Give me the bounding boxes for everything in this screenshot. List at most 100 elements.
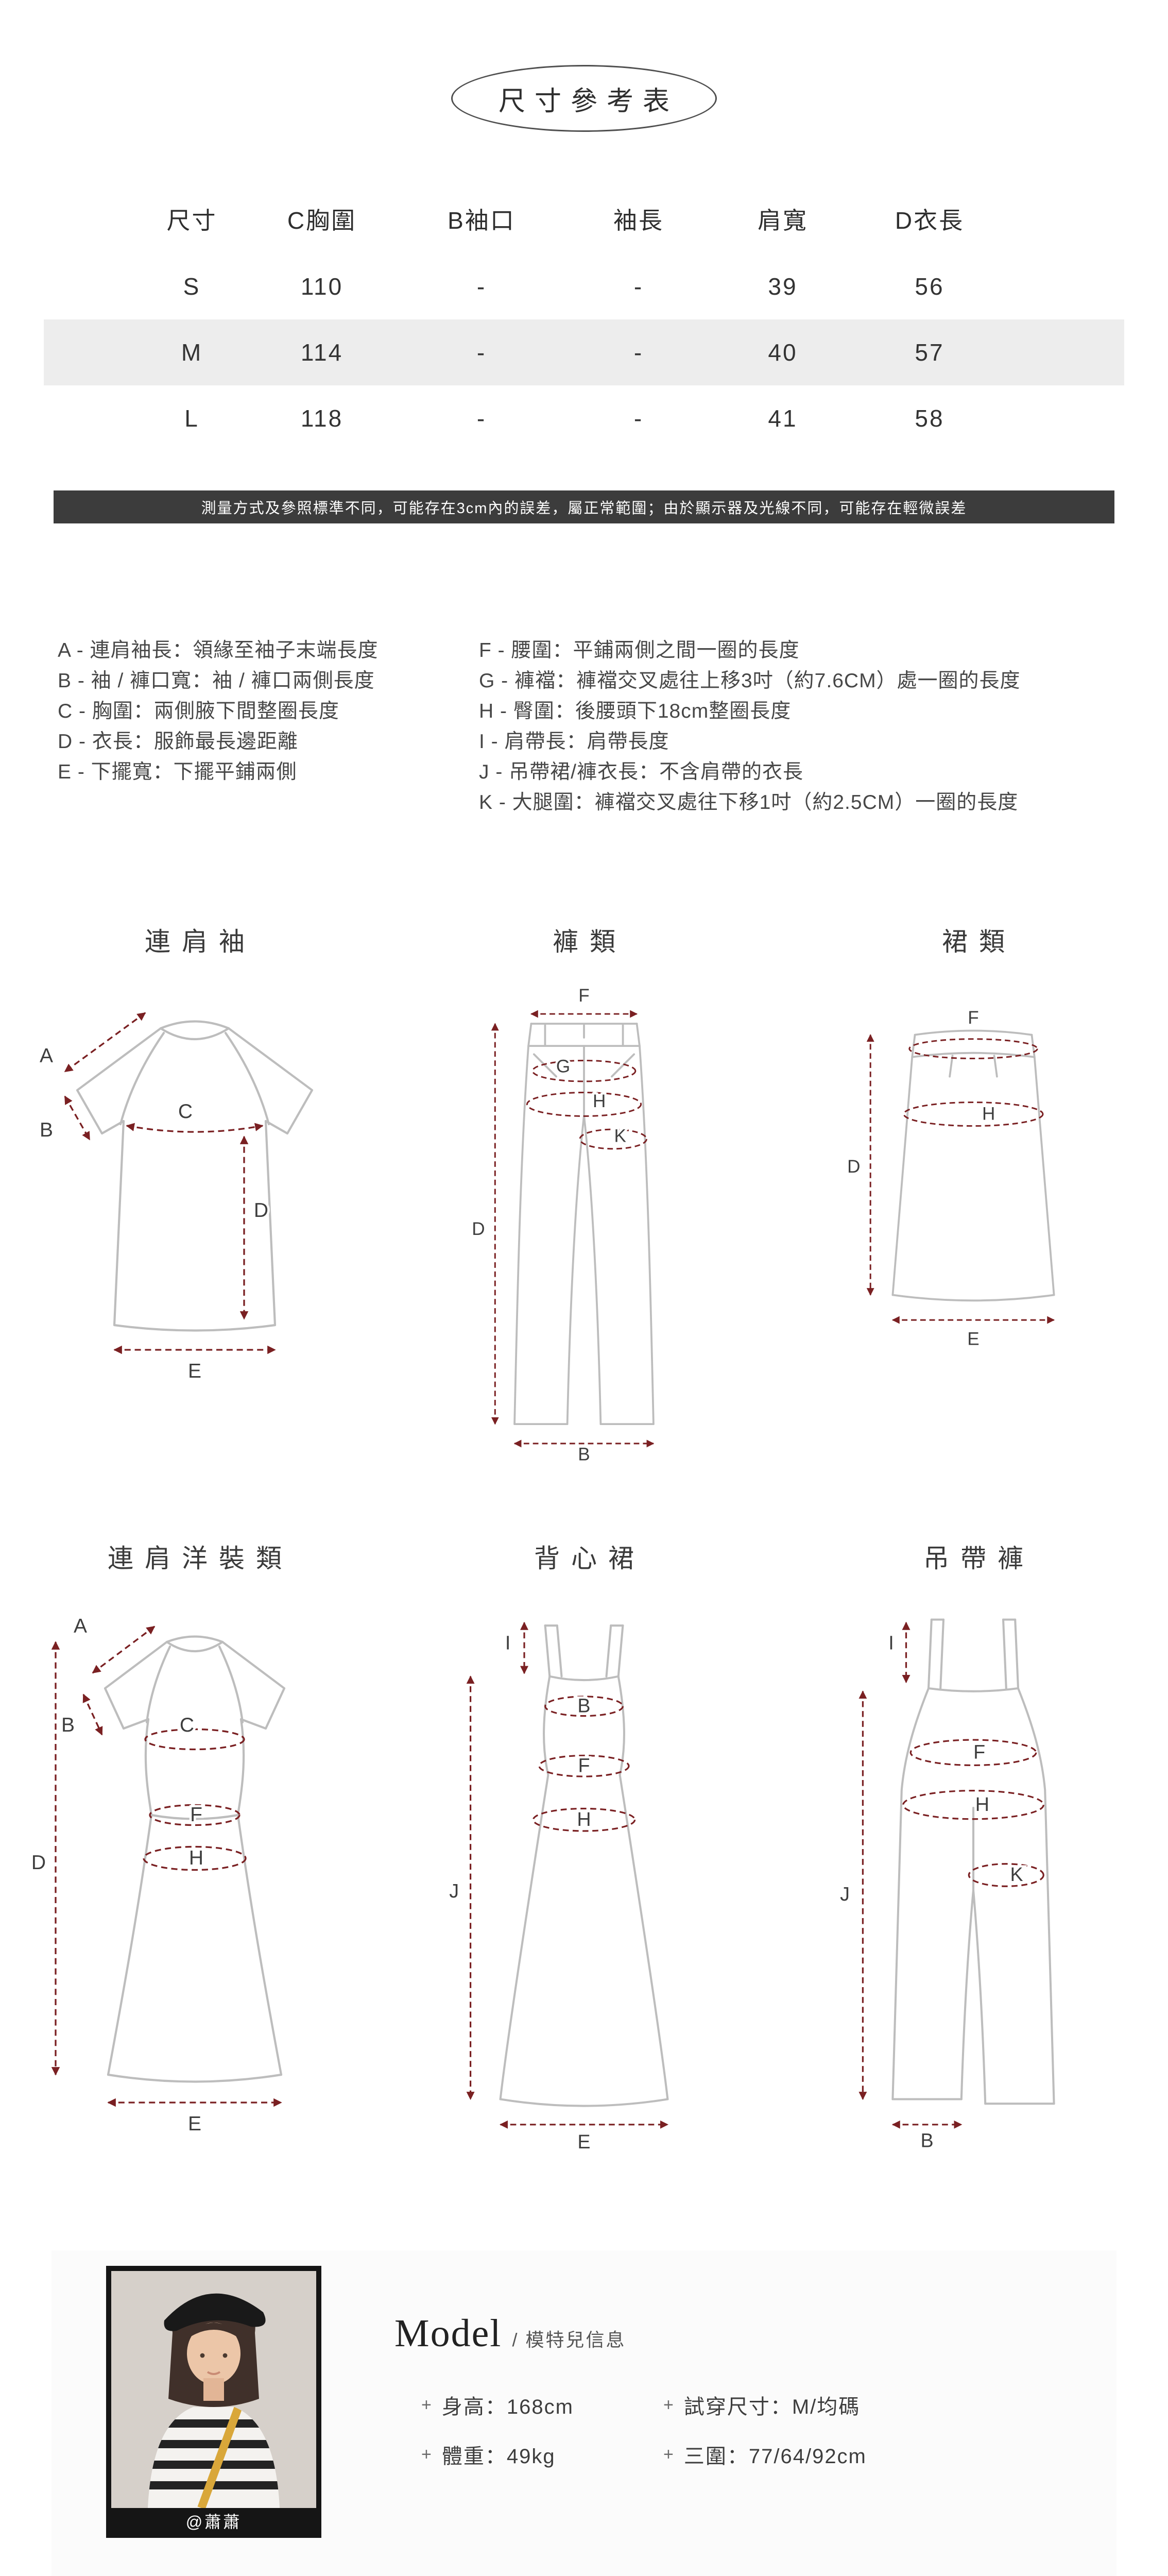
pants-diagram: F G H K D B [470, 984, 655, 1462]
skirt-diagram: F H D E [845, 1006, 1055, 1351]
model-photo-image [111, 2271, 316, 2508]
label-f: F [968, 1008, 978, 1028]
cell: - [476, 273, 487, 300]
cell: 58 [915, 405, 944, 432]
label-i: I [888, 1632, 894, 1654]
figure-raglan-dress: 連肩洋裝類 [25, 1538, 365, 2151]
cell: 41 [768, 405, 798, 432]
measure-labels: I B F H J E [447, 1630, 593, 2151]
model-heading: Model [394, 2312, 502, 2355]
garment-outline [891, 1618, 1055, 2105]
subheading-text: 模特兒信息 [525, 2329, 626, 2350]
bag-strap [197, 2407, 243, 2508]
label-b: B [61, 1714, 75, 1736]
label-g: G [556, 1056, 570, 1076]
label-e: E [188, 2113, 201, 2135]
measure-labels: I F H K J B [838, 1630, 1025, 2151]
label-b: B [40, 1119, 53, 1141]
stat-fit-size: + 試穿尺寸：M/均碼 [663, 2390, 867, 2420]
fringe [187, 2323, 241, 2339]
legend-item: B - 袖 / 褲口寬：袖 / 褲口兩側長度 [58, 670, 375, 692]
figure-raglan-sleeve: 連肩袖 [25, 921, 365, 1462]
page-title: 尺寸參考表 [451, 65, 717, 132]
legend-item: H - 臀圍：後腰頭下18cm整圈長度 [479, 700, 792, 722]
label-c: C [178, 1100, 193, 1123]
label-e: E [577, 2131, 590, 2151]
neck [203, 2378, 224, 2401]
label-d: D [31, 1852, 46, 1874]
legend-item: G - 褲襠：褲襠交叉處往上移3吋（約7.6CM）處一圈的長度 [479, 670, 1021, 692]
cell: 118 [300, 405, 343, 432]
cell: 57 [915, 339, 944, 366]
stat-weight: +體重：49kg [421, 2439, 663, 2469]
separator: / [512, 2329, 519, 2350]
figure-title: 連肩袖 [145, 927, 256, 956]
measure-lines [491, 1010, 655, 1448]
model-heading-row: Model / 模特兒信息 [394, 2311, 867, 2356]
figure-title: 裙類 [942, 927, 1016, 956]
label-i: I [505, 1632, 510, 1654]
size-table-header: 尺寸 C胸圍 B袖口 袖長 肩寬 D衣長 [44, 189, 1124, 249]
measure-lines [51, 1625, 282, 2107]
label-f: F [973, 1741, 985, 1762]
plus-bullet: + [663, 2444, 675, 2464]
label-e: E [967, 1329, 979, 1349]
raglan-dress-diagram: A B C F H D E [29, 1613, 286, 2138]
cell: 39 [768, 273, 798, 300]
legend-item: E - 下擺寬：下擺平鋪兩側 [58, 761, 297, 783]
measure-lines [64, 1012, 276, 1354]
model-photo-caption: @蕭蕭 [185, 2513, 242, 2531]
figure-title: 背心裙 [534, 1544, 645, 1573]
cell: S [183, 273, 201, 300]
model-details: Model / 模特兒信息 +身高：168cm +試穿尺寸：M/均碼 +體重：4… [394, 2311, 867, 2469]
overalls-diagram: I F H K J B [838, 1618, 1055, 2151]
measure-labels: A B C F H D E [29, 1613, 205, 2138]
plus-bullet: + [663, 2395, 675, 2415]
notice-text: 測量方式及參照標準不同，可能存在3cm內的誤差，屬正常範圍；由於顯示器及光線不同… [201, 500, 967, 517]
legend-item: A - 連肩袖長：領緣至袖子末端長度 [58, 639, 379, 662]
figure-overalls: 吊帶褲 [824, 1538, 1123, 2151]
label-b: B [921, 2129, 934, 2151]
figure-title: 連肩洋裝類 [108, 1544, 293, 1573]
figure-skirt: 裙類 F H [834, 921, 1112, 1462]
column-header-bust: C胸圍 [287, 207, 357, 234]
cell: M [181, 339, 203, 366]
cell: - [633, 273, 644, 300]
figure-vest-dress: 背心裙 [435, 1538, 733, 2151]
cell: 40 [768, 339, 798, 366]
label-b: B [578, 1444, 590, 1462]
model-photo: @蕭蕭 [106, 2266, 321, 2538]
cell: - [476, 339, 487, 366]
label-h: H [577, 1808, 591, 1830]
measure-labels: A B C D E [37, 1043, 270, 1384]
label-k: K [1010, 1863, 1023, 1885]
column-header-sleeve: 袖長 [613, 207, 664, 234]
label-h: H [593, 1091, 606, 1111]
notice-banner: 測量方式及參照標準不同，可能存在3cm內的誤差，屬正常範圍；由於顯示器及光線不同… [54, 490, 1114, 523]
garment-outline [891, 1029, 1055, 1302]
label-k: K [614, 1126, 626, 1146]
label-j: J [449, 1880, 459, 1902]
legend-item: I - 肩帶長：肩帶長度 [479, 731, 669, 753]
beret [164, 2293, 266, 2331]
garment-outline [76, 1020, 314, 1332]
model-subheading: / 模特兒信息 [512, 2325, 626, 2352]
legend-item: F - 腰圍：平鋪兩側之間一圈的長度 [479, 639, 800, 662]
cell: 114 [300, 339, 343, 366]
label-f: F [578, 986, 589, 1006]
stat-text: 試穿尺寸：M/均碼 [683, 2396, 861, 2418]
raglan-tee-diagram: A B C D E [37, 1012, 314, 1384]
figures-row-2: 連肩洋裝類 [0, 1538, 1168, 2151]
stat-text: 體重：49kg [441, 2445, 556, 2468]
table-row-s: S 110 - - 39 56 [44, 253, 1124, 319]
figure-title: 吊帶褲 [923, 1544, 1035, 1573]
measure-lines [866, 1034, 1055, 1324]
label-f: F [190, 1804, 202, 1826]
measurement-legend: A - 連肩袖長：領緣至袖子末端長度 B - 袖 / 褲口寬：袖 / 褲口兩側長… [58, 635, 1147, 818]
label-d: D [847, 1157, 860, 1177]
table-row-m: M 114 - - 40 57 [44, 319, 1124, 385]
label-c: C [180, 1714, 194, 1736]
stat-height: +身高：168cm [421, 2390, 663, 2420]
garment-outline [499, 1624, 669, 2107]
